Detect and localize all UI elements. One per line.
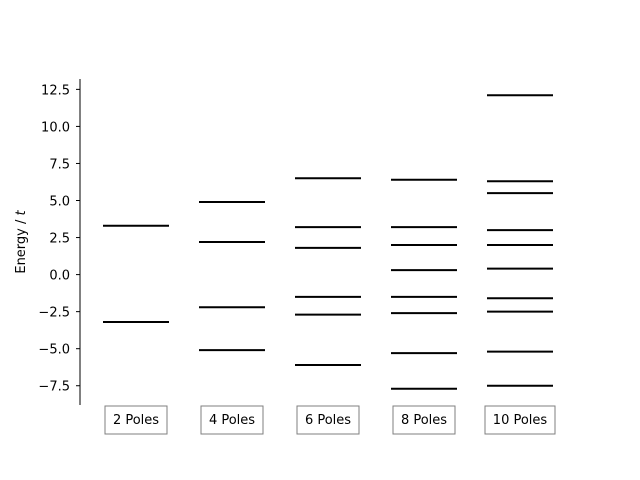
y-axis-label-symbol: t	[14, 209, 29, 215]
category-label-box	[392, 405, 456, 435]
y-tick-label: 2.5	[49, 232, 70, 247]
category-label: 4 Poles	[209, 413, 255, 428]
y-tick-label: 7.5	[49, 157, 70, 172]
y-tick-label: 12.5	[41, 83, 70, 98]
y-tick-label: −2.5	[38, 306, 70, 321]
category-labels: 2 Poles 4 Poles 6 Poles 8 Poles 10 Poles	[104, 405, 556, 435]
category-label-box	[484, 405, 556, 435]
category-label: 8 Poles	[401, 413, 447, 428]
y-tick-label: −7.5	[38, 380, 70, 395]
y-axis: −7.5 −5.0 −2.5 0.0 2.5 5.0 7.5 10.0 12.5	[38, 79, 81, 405]
category-label-box	[104, 405, 168, 435]
y-ticks: −7.5 −5.0 −2.5 0.0 2.5 5.0 7.5 10.0 12.5	[38, 83, 80, 395]
y-axis-label: Energy / t	[14, 209, 29, 273]
category-label-box	[296, 405, 360, 435]
category-label: 6 Poles	[305, 413, 351, 428]
y-tick-label: 10.0	[41, 120, 70, 135]
y-axis-label-text: Energy /	[14, 215, 29, 273]
energy-levels	[103, 94, 553, 390]
y-tick-label: 5.0	[49, 195, 70, 210]
category-label: 10 Poles	[493, 413, 548, 428]
category-label: 2 Poles	[113, 413, 159, 428]
category-label-box	[200, 405, 264, 435]
y-tick-label: 0.0	[49, 269, 70, 284]
y-tick-label: −5.0	[38, 343, 70, 358]
